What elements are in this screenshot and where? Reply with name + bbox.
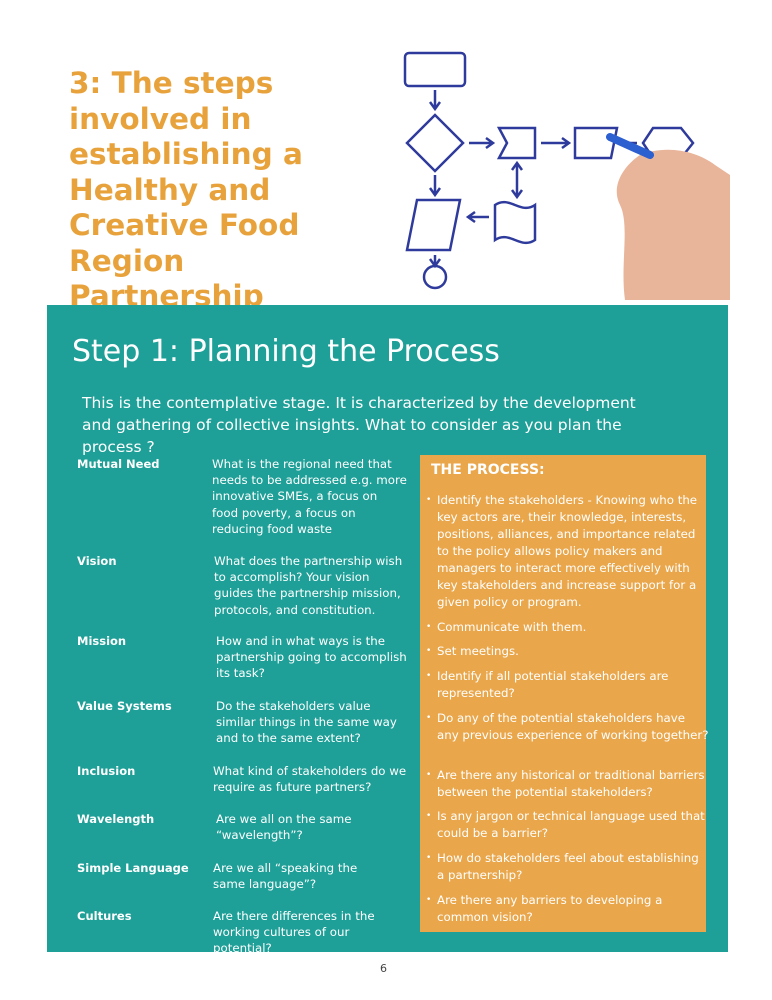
process-item-text: Do any of the potential stakeholders hav… bbox=[437, 711, 709, 742]
consideration-text: Are we all “speaking the same language”? bbox=[213, 861, 358, 892]
bullet-icon: • bbox=[426, 853, 432, 863]
bullet-icon: • bbox=[426, 495, 432, 505]
flowchart-hand-illustration bbox=[403, 51, 730, 300]
section-title: 3: The steps involved in establishing a … bbox=[69, 66, 303, 313]
step-heading: Step 1: Planning the Process bbox=[72, 334, 500, 369]
consideration-text: Do the stakeholders value similar things… bbox=[216, 699, 397, 746]
page-number: 6 bbox=[380, 962, 387, 975]
consideration-label: Cultures bbox=[77, 909, 132, 923]
process-item-text: Identify the stakeholders - Knowing who … bbox=[437, 493, 698, 609]
consideration-label: Value Systems bbox=[77, 699, 172, 713]
consideration-text: Are there differences in the working cul… bbox=[213, 909, 375, 956]
process-item: • Is any jargon or technical language use… bbox=[426, 808, 709, 842]
process-item-text: Set meetings. bbox=[437, 644, 519, 658]
bullet-icon: • bbox=[426, 671, 432, 681]
process-item: • Communicate with them. bbox=[426, 619, 709, 636]
bullet-icon: • bbox=[426, 770, 432, 780]
process-heading: THE PROCESS: bbox=[431, 462, 545, 478]
step-intro: This is the contemplative stage. It is c… bbox=[82, 394, 636, 456]
process-item-text: Are there any historical or traditional … bbox=[437, 768, 705, 799]
bullet-icon: • bbox=[426, 622, 432, 632]
process-item: • Identify if all potential stakeholders … bbox=[426, 668, 709, 702]
consideration-text: How and in what ways is the partnership … bbox=[216, 634, 407, 681]
hand-shape bbox=[616, 149, 730, 300]
process-item-text: Is any jargon or technical language used… bbox=[437, 809, 705, 840]
process-item: • Do any of the potential stakeholders ha… bbox=[426, 710, 709, 744]
consideration-text: What kind of stakeholders do we require … bbox=[213, 764, 407, 795]
process-item-text: How do stakeholders feel about establish… bbox=[437, 851, 699, 882]
consideration-label: Simple Language bbox=[77, 861, 189, 875]
bullet-icon: • bbox=[426, 646, 432, 656]
process-item-text: Identify if all potential stakeholders a… bbox=[437, 669, 669, 700]
process-item: • How do stakeholders feel about establis… bbox=[426, 850, 709, 884]
consideration-text: Are we all on the same “wavelength”? bbox=[216, 812, 352, 843]
process-item: • Are there any historical or traditional… bbox=[426, 767, 709, 801]
consideration-text: What does the partnership wish to accomp… bbox=[214, 554, 403, 617]
process-item-text: Communicate with them. bbox=[437, 620, 587, 634]
bullet-icon: • bbox=[426, 895, 432, 905]
process-box: THE PROCESS: • Identify the stakeholders … bbox=[420, 455, 709, 932]
consideration-label: Vision bbox=[77, 554, 117, 568]
bullet-icon: • bbox=[426, 811, 432, 821]
bullet-icon: • bbox=[426, 713, 432, 723]
consideration-label: Wavelength bbox=[77, 812, 155, 826]
process-item: • Identify the stakeholders - Knowing who… bbox=[426, 492, 709, 611]
consideration-label: Mission bbox=[77, 634, 127, 648]
consideration-label: Inclusion bbox=[77, 764, 136, 778]
process-item: • Set meetings. bbox=[426, 643, 709, 660]
consideration-text: What is the regional need that needs to … bbox=[212, 457, 407, 536]
process-item-text: Are there any barriers to developing a c… bbox=[437, 893, 663, 924]
consideration-label: Mutual Need bbox=[77, 457, 160, 471]
process-item: • Are there any barriers to developing a … bbox=[426, 892, 709, 926]
